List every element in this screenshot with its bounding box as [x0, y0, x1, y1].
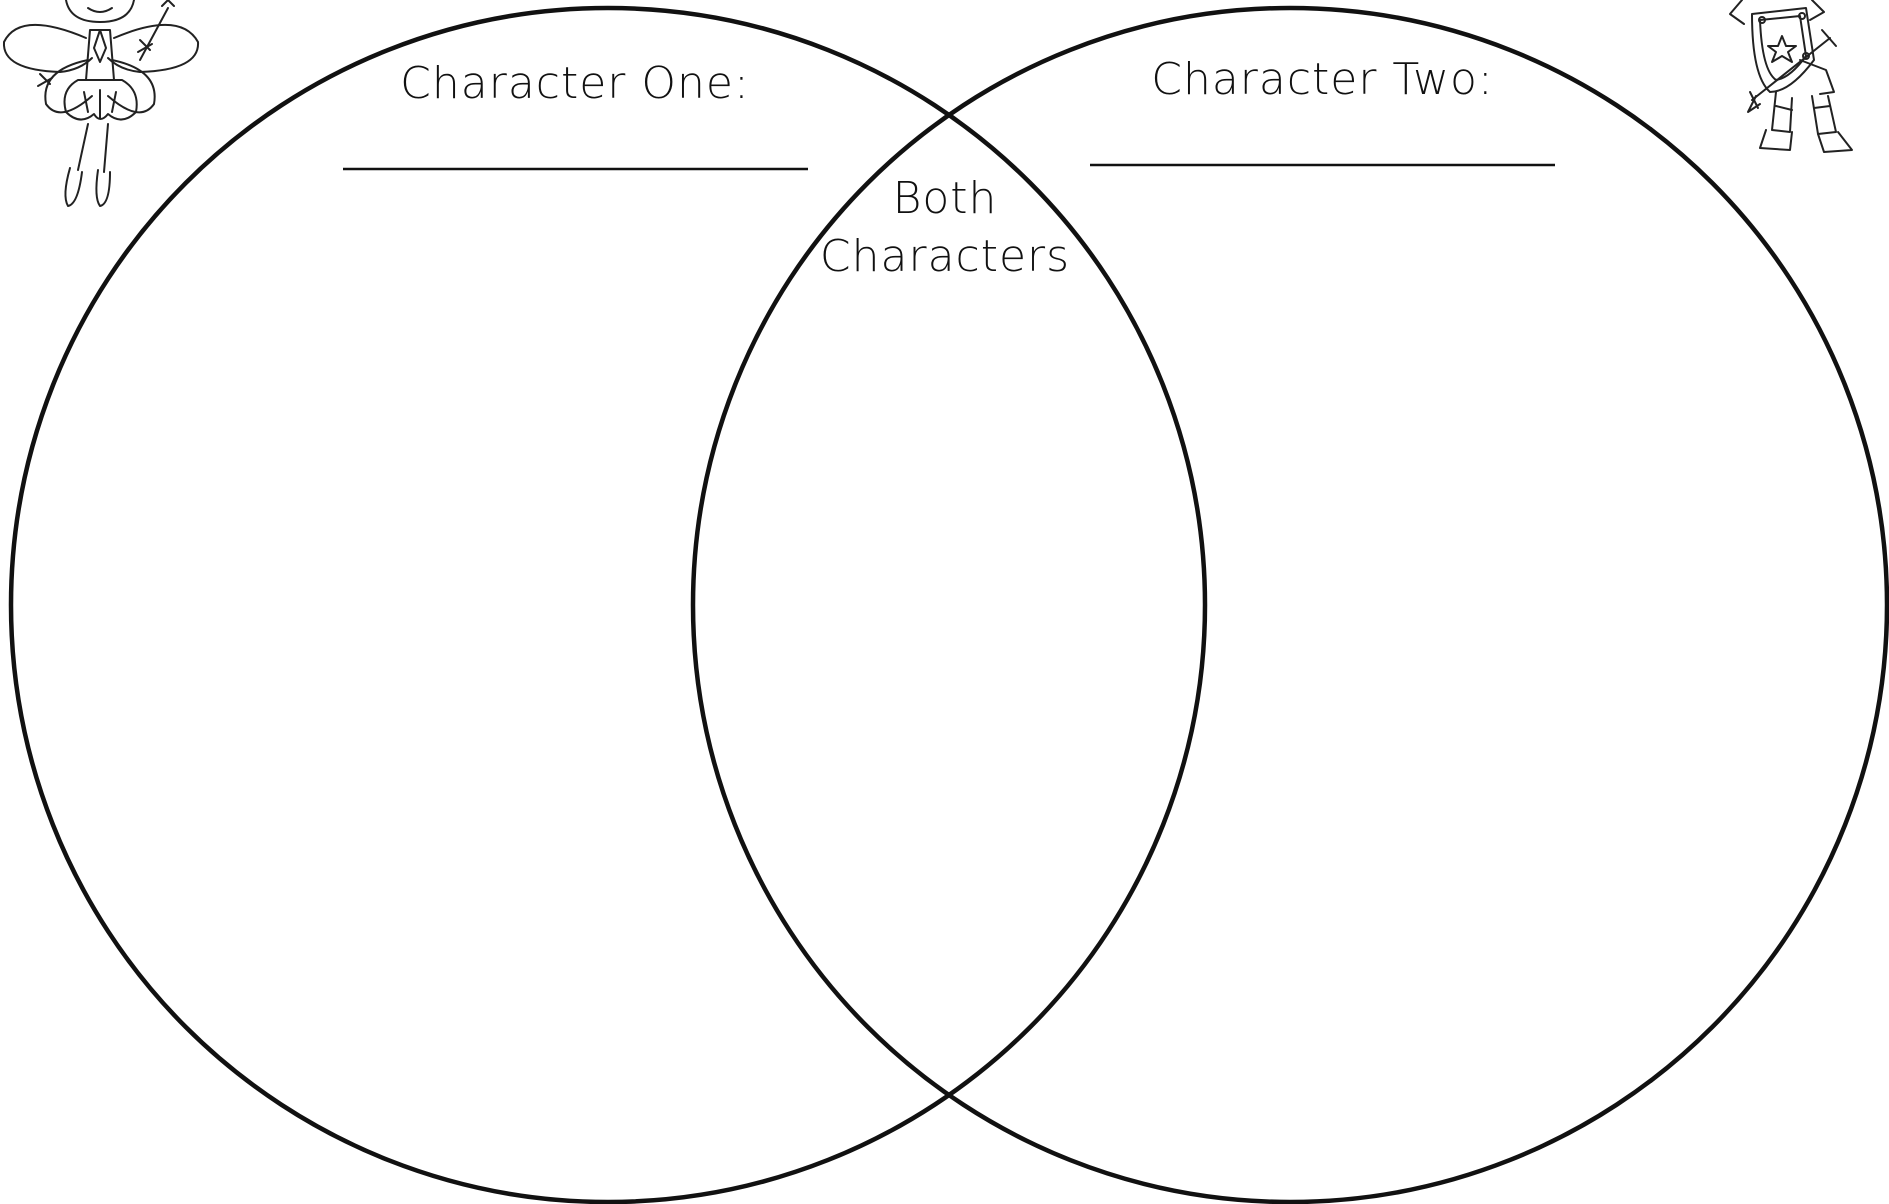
both-label-line2: Characters — [790, 228, 1100, 286]
knight-clipart-icon — [1730, 0, 1852, 152]
character-one-title: Character One: — [340, 58, 810, 109]
fairy-clipart-icon — [4, 0, 198, 206]
both-label-line1: Both — [790, 170, 1100, 228]
character-two-title: Character Two: — [1090, 54, 1555, 105]
both-characters-title: Both Characters — [790, 170, 1100, 286]
